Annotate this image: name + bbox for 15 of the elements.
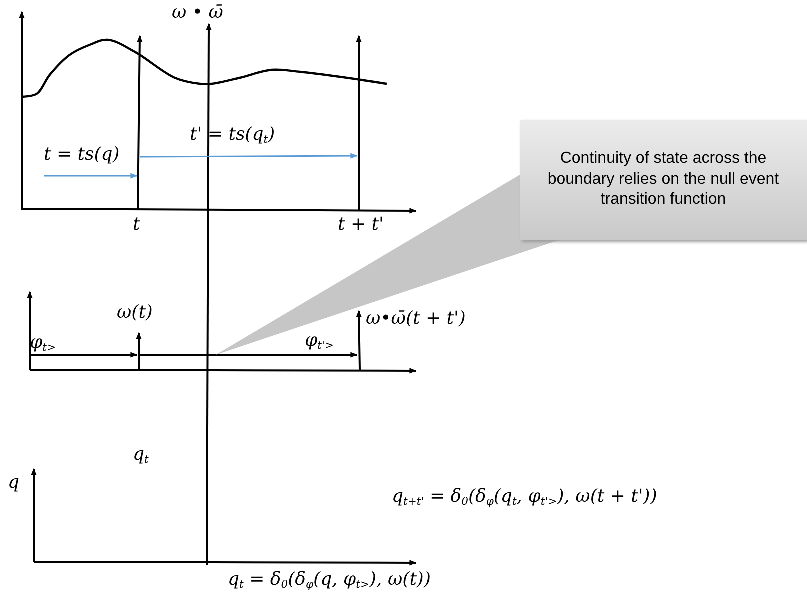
phase-label: φ$_{t>}$ [30,334,56,354]
axis-label: q [8,474,20,492]
time-label: t + t' [338,216,384,234]
state-label: q$_{t}$ [133,446,149,466]
interval-label: t = ts(q) [44,146,120,164]
input-label: ω•ω̄(t + t') [366,310,466,328]
input-label: ω(t) [117,304,153,322]
state-equation: q$_{t}$ = δ$_{0}$(δ$_{φ}$(q, φ$_{t>}$), ω(t)) [228,571,431,592]
time-label: t [133,216,140,234]
callout-text: Continuity of state across the boundary relies on the null event transition function [546,148,780,210]
interval-label: t' = ts(q$_{t}$) [190,126,276,146]
callout-box [520,120,807,240]
state-equation: q$_{t+t'}$ = δ$_{0}$(δ$_{φ}$(q$_{t}$, φ$_{t'>}$), ω(t + t')) [392,488,658,508]
phase-label: φ$_{t'>}$ [305,332,334,352]
axis-label: ω • ω̄ [172,4,224,22]
